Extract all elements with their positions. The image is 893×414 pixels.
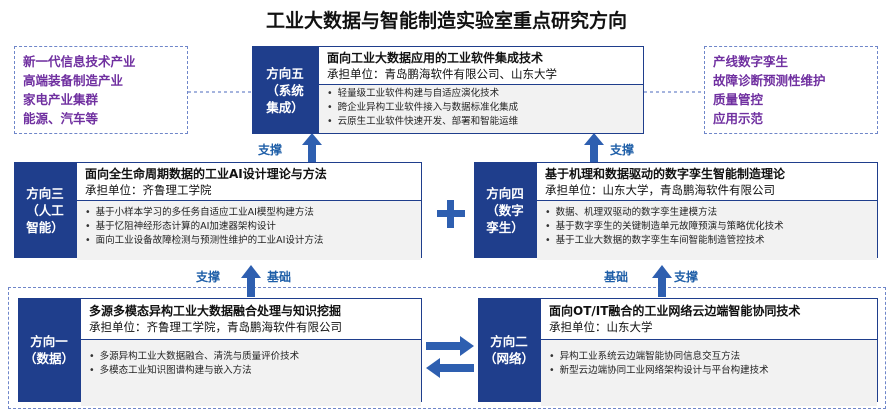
label-line: （系统: [266, 82, 304, 98]
direction4-list: 数据、机理双驱动的数字孪生建模方法 基于数字孪生的关键制造单元故障预演与策略优化…: [537, 201, 877, 260]
direction1-card: 多源多模态异构工业大数据融合处理与知识挖掘 承担单位：齐鲁理工学院，青岛鹏海软件…: [80, 298, 422, 406]
direction5-list: 轻量级工业软件构建与自适应演化技术 跨企业异构工业软件接入与数据标准化集成 云原…: [319, 85, 643, 133]
direction1-unit: 承担单位：齐鲁理工学院，青岛鹏海软件有限公司: [89, 320, 342, 334]
direction1-header: 多源多模态异构工业大数据融合处理与知识挖掘 承担单位：齐鲁理工学院，青岛鹏海软件…: [81, 299, 421, 340]
list-item: 基于忆阻神经形态计算的AI加速器架构设计: [85, 220, 415, 234]
direction3-unit: 承担单位：齐鲁理工学院: [85, 183, 212, 197]
support-tag: 支撑: [674, 270, 699, 284]
direction5-label: 方向五 （系统 集成）: [252, 46, 318, 134]
page-title: 工业大数据与智能制造实验室重点研究方向: [265, 10, 627, 32]
up-arrow-left-top: [302, 133, 322, 162]
direction2-unit: 承担单位：山东大学: [549, 320, 653, 334]
label-line: 孪生）: [486, 219, 524, 235]
label-line: 方向四: [486, 185, 524, 201]
application-box: 产线数字孪生 故障诊断预测性维护 质量管控 应用示范: [704, 46, 878, 134]
direction3-title: 面向全生命周期数据的工业AI设计理论与方法: [85, 167, 327, 181]
label-line: （网络）: [483, 351, 534, 366]
direction1-label: 方向一 （数据）: [18, 298, 80, 402]
list-item: 基于工业大数据的数字孪生车间智能制造管控技术: [545, 234, 871, 248]
direction5-card: 面向工业大数据应用的工业软件集成技术 承担单位：青岛鹏海软件有限公司、山东大学 …: [318, 46, 644, 134]
label-line: 方向五: [266, 65, 304, 81]
list-item: 轻量级工业软件构建与自适应演化技术: [327, 87, 637, 101]
foundation-container: [8, 287, 886, 409]
label-line: （数据）: [23, 351, 74, 366]
list-item: 基于数字孪生的关键制造单元故障预演与策略优化技术: [545, 220, 871, 234]
direction4-label: 方向四 （数字 孪生）: [474, 162, 536, 258]
industry-item: 新一代信息技术产业: [23, 54, 136, 69]
direction2-card: 面向OT/IT融合的工业网络云边端智能协同技术 承担单位：山东大学 异构工业系统…: [540, 298, 878, 406]
label-line: 方向三: [26, 185, 64, 201]
list-item: 云原生工业软件快速开发、部署和智能运维: [327, 115, 637, 129]
industry-box: 新一代信息技术产业 高端装备制造产业 家电产业集群 能源、汽车等: [14, 46, 188, 134]
support-tag: 支撑: [258, 143, 283, 157]
up-arrow-right-top: [584, 133, 604, 162]
plus-horizontal: [437, 210, 465, 217]
direction2-title: 面向OT/IT融合的工业网络云边端智能协同技术: [549, 304, 801, 318]
industry-item: 家电产业集群: [23, 92, 99, 107]
support-tag: 支撑: [196, 270, 221, 284]
direction3-card: 面向全生命周期数据的工业AI设计理论与方法 承担单位：齐鲁理工学院 基于小样本学…: [76, 162, 422, 260]
industry-item: 高端装备制造产业: [23, 73, 124, 88]
application-item: 应用示范: [713, 111, 764, 126]
direction4-header: 基于机理和数据驱动的数字孪生智能制造理论 承担单位：山东大学，青岛鹏海软件有限公…: [537, 163, 877, 201]
direction4-card: 基于机理和数据驱动的数字孪生智能制造理论 承担单位：山东大学，青岛鹏海软件有限公…: [536, 162, 878, 260]
direction1-list: 多源异构工业大数据融合、清洗与质量评价技术 多模态工业知识图谱构建与嵌入方法: [81, 340, 421, 406]
direction3-list: 基于小样本学习的多任务自适应工业AI模型构建方法 基于忆阻神经形态计算的AI加速…: [77, 201, 421, 260]
list-item: 多源异构工业大数据融合、清洗与质量评价技术: [89, 350, 415, 364]
label-line: 方向一: [30, 334, 68, 349]
application-item: 质量管控: [713, 92, 764, 107]
direction3-label: 方向三 （人工 智能）: [14, 162, 76, 258]
basis-tag: 基础: [604, 270, 629, 284]
direction3-header: 面向全生命周期数据的工业AI设计理论与方法 承担单位：齐鲁理工学院: [77, 163, 421, 201]
direction2-header: 面向OT/IT融合的工业网络云边端智能协同技术 承担单位：山东大学: [541, 299, 877, 340]
application-item: 产线数字孪生: [713, 54, 789, 69]
direction5-unit: 承担单位：青岛鹏海软件有限公司、山东大学: [327, 67, 557, 81]
label-line: （数字: [486, 202, 524, 218]
application-item: 故障诊断预测性维护: [713, 73, 826, 88]
direction1-title: 多源多模态异构工业大数据融合处理与知识挖掘: [89, 304, 342, 318]
label-line: 集成）: [266, 99, 304, 115]
direction2-list: 异构工业系统云边端智能协同信息交互方法 新型云边端协同工业网络架构设计与平台构建…: [541, 340, 877, 406]
list-item: 新型云边端协同工业网络架构设计与平台构建技术: [549, 364, 871, 378]
list-item: 面向工业设备故障检测与预测性维护的工业AI设计方法: [85, 234, 415, 248]
label-line: 方向二: [490, 334, 528, 349]
direction5-header: 面向工业大数据应用的工业软件集成技术 承担单位：青岛鹏海软件有限公司、山东大学: [319, 47, 643, 85]
list-item: 跨企业异构工业软件接入与数据标准化集成: [327, 101, 637, 115]
direction4-unit: 承担单位：山东大学，青岛鹏海软件有限公司: [545, 183, 775, 197]
direction2-label: 方向二 （网络）: [478, 298, 540, 402]
support-tag: 支撑: [610, 143, 635, 157]
plus-vertical: [447, 200, 454, 228]
list-item: 数据、机理双驱动的数字孪生建模方法: [545, 206, 871, 220]
industry-item: 能源、汽车等: [23, 111, 99, 126]
direction4-title: 基于机理和数据驱动的数字孪生智能制造理论: [545, 167, 786, 181]
list-item: 基于小样本学习的多任务自适应工业AI模型构建方法: [85, 206, 415, 220]
basis-tag: 基础: [267, 270, 292, 284]
list-item: 异构工业系统云边端智能协同信息交互方法: [549, 350, 871, 364]
label-line: （人工: [26, 202, 64, 218]
label-line: 智能）: [26, 219, 64, 235]
list-item: 多模态工业知识图谱构建与嵌入方法: [89, 364, 415, 378]
direction5-title: 面向工业大数据应用的工业软件集成技术: [327, 51, 544, 65]
